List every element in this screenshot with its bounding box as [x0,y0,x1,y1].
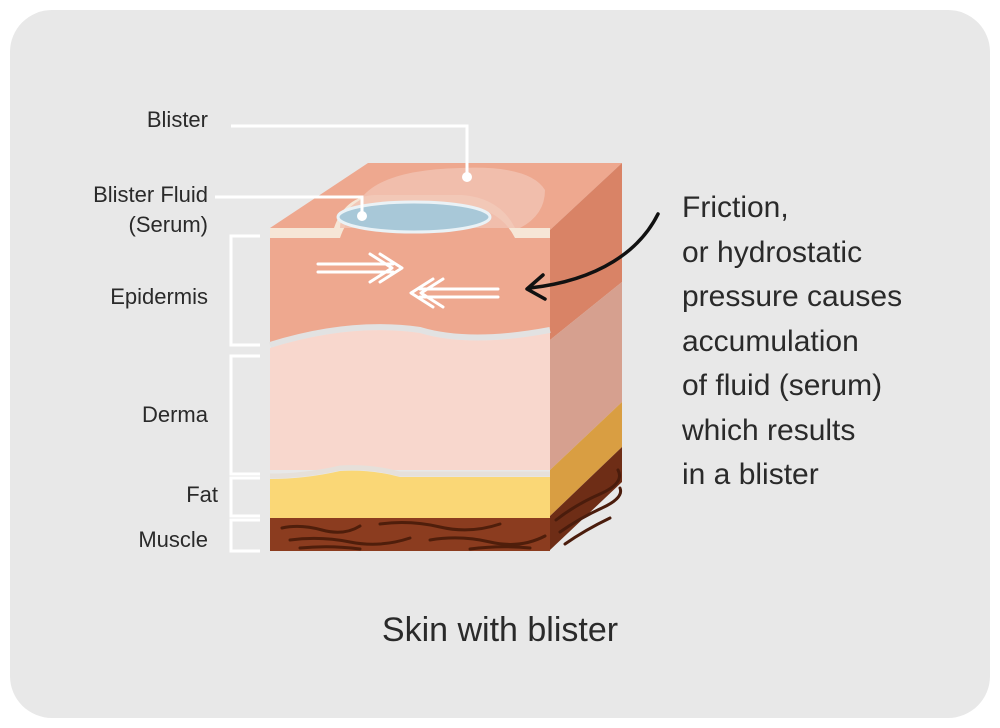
description-line: of fluid (serum) [682,369,883,402]
description-line: pressure causes [682,280,903,313]
derma-side-face [550,282,622,470]
description-line: in a blister [682,458,819,491]
epidermis-derma-boundary [269,324,551,348]
label-muscle: Muscle [138,527,208,552]
description-line: or hydrostatic [682,235,863,269]
leader-lines [215,124,472,553]
friction-arrow-right [316,252,404,284]
description-line: accumulation [682,324,859,358]
description-line: Friction, [682,191,789,224]
diagram-caption: Skin with blister [381,611,619,649]
description-line: which results [682,413,856,447]
muscle-side-fibers [554,468,623,546]
fat-front [270,470,550,518]
label-derma: Derma [141,402,208,427]
muscle-side-face [550,447,622,550]
pointer-arrowhead [525,273,547,301]
label-epidermis: Epidermis [110,284,208,309]
pointer-arrow [528,212,660,290]
blister-fluid [336,200,492,234]
friction-arrow-left [409,277,500,309]
epidermis-side-face [550,163,622,340]
label-fat: Fat [186,482,218,507]
derma-fat-boundary [269,465,550,479]
muscle-fibers [280,521,547,551]
label-blister-fluid: Blister Fluid [93,182,208,207]
description-text: Friction, or hydrostatic pressure causes… [682,186,902,498]
derma-front [270,330,550,470]
label-serum: (Serum) [128,212,208,237]
fat-side-face [550,402,622,516]
epidermis-front [270,203,550,345]
label-blister: Blister [146,107,208,132]
